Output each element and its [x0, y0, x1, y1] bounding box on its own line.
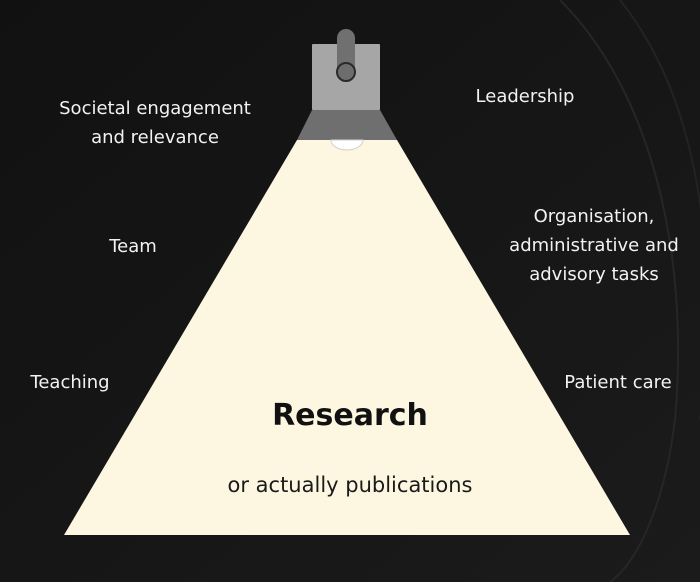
- light-beam: [64, 140, 630, 535]
- label-team: Team: [109, 236, 157, 257]
- background-arc-inner: [619, 0, 700, 420]
- lamp-bulb: [330, 139, 364, 151]
- spotlight-icon: [297, 29, 397, 151]
- focus-title: Research: [272, 398, 428, 433]
- label-societal-engagement: Societal engagement and relevance: [59, 98, 251, 148]
- label-organisation: Organisation, administrative and advisor…: [509, 206, 679, 285]
- label-leadership: Leadership: [475, 86, 575, 107]
- label-teaching: Teaching: [30, 372, 110, 393]
- background-arc-outer: [559, 0, 680, 582]
- label-patient-care: Patient care: [564, 372, 672, 393]
- lamp-pivot: [336, 62, 356, 82]
- focus-subtitle: or actually publications: [227, 473, 473, 497]
- lamp-shade: [297, 110, 397, 140]
